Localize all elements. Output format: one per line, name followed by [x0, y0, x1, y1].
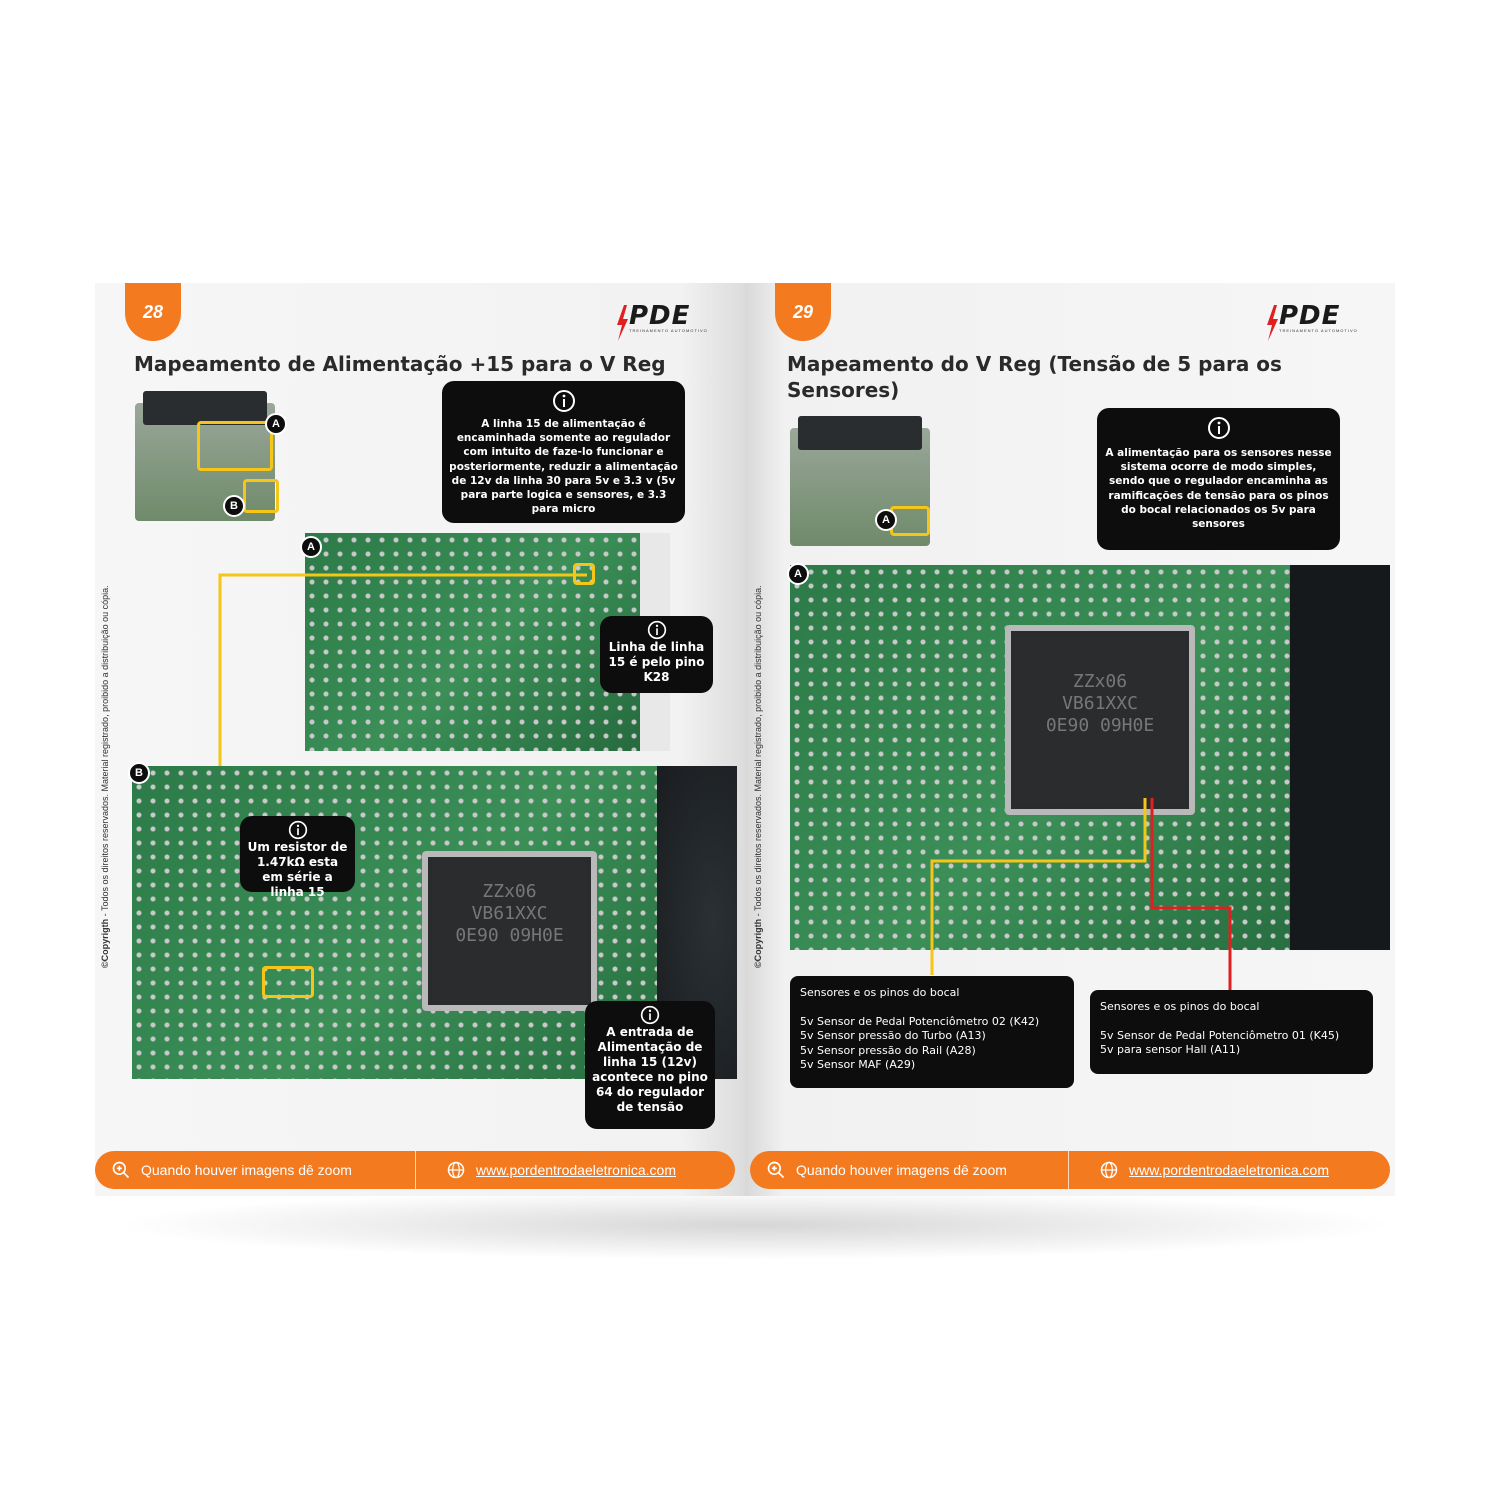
info-pin64-text: A entrada de Alimentação de linha 15 (12… [592, 1025, 708, 1114]
bolt-icon [617, 305, 628, 341]
sensor-box-1: Sensores e os pinos do bocal 5v Sensor d… [790, 976, 1074, 1088]
sensor-line: 5v Sensor de Pedal Potenciômetro 01 (K45… [1100, 1028, 1340, 1042]
pcb-photo-a [305, 533, 670, 751]
globe-icon [447, 1161, 465, 1179]
info-box-resistor: Um resistor de 1.47kΩ esta em série a li… [240, 816, 355, 899]
chip-line-1: ZZx06 [1072, 671, 1128, 692]
ecu-connector [143, 391, 267, 425]
pde-logo: PDE TREINAMENTO AUTOMOTIVO [615, 301, 711, 341]
sensor-box-2-heading: Sensores e os pinos do bocal [1100, 1000, 1260, 1013]
info-box-main: A linha 15 de alimentação é encaminhada … [442, 381, 685, 523]
regulator-chip: ZZx06 VB61XXC 0E90 09H0E [1005, 625, 1195, 815]
sensor-line: 5v Sensor pressão do Turbo (A13) [800, 1029, 986, 1042]
right-page: 29 PDE TREINAMENTO AUTOMOTIVO Mapeamento… [745, 283, 1395, 1196]
chip-line-2: VB61XXC [1062, 693, 1138, 714]
ecu-thumbnail [790, 416, 930, 546]
page-shadow [110, 1190, 1400, 1260]
left-page: 28 PDE TREINAMENTO AUTOMOTIVO Mapeamento… [95, 283, 745, 1196]
page-number: 28 [125, 283, 181, 341]
sensor-line: 5v para sensor Hall (A11) [1100, 1043, 1241, 1056]
chip-line-3: 0E90 09H0E [1045, 715, 1155, 736]
website-link[interactable]: www.pordentrodaeletronica.com [1129, 1162, 1329, 1178]
logo-text: PDE [629, 301, 691, 331]
highlight-a [197, 421, 273, 471]
zoom-icon [112, 1161, 130, 1179]
info-icon [1207, 417, 1230, 439]
info-icon [552, 390, 575, 412]
bolt-icon [1267, 305, 1278, 341]
pcb-photo-a: ZZx06 VB61XXC 0E90 09H0E [790, 565, 1390, 950]
regulator-chip: ZZx06 VB61XXC 0E90 09H0E [422, 851, 597, 1011]
marker-a-photo: A [787, 563, 809, 585]
page-title: Mapeamento do V Reg (Tensão de 5 para os… [787, 351, 1282, 403]
ecu-thumbnail [135, 391, 279, 521]
zoom-text: Quando houver imagens dê zoom [141, 1162, 352, 1178]
marker-a: A [265, 413, 287, 435]
marker-b-photo: B [128, 762, 150, 784]
zoom-text: Quando houver imagens dê zoom [796, 1162, 1007, 1178]
title-line-2: Sensores) [787, 378, 900, 402]
sensor-box-1-heading: Sensores e os pinos do bocal [800, 986, 960, 999]
info-k28-text: Linha de linha 15 é pelo pino K28 [608, 640, 705, 684]
pcb-photo-b: ZZx06 VB61XXC 0E90 09H0E [132, 766, 737, 1079]
logo-text: PDE [1279, 301, 1341, 331]
page-number: 29 [775, 283, 831, 341]
logo-subtitle: TREINAMENTO AUTOMOTIVO [1279, 328, 1358, 333]
footer-bar: Quando houver imagens dê zoom www.porden… [750, 1151, 1390, 1189]
footer-bar: Quando houver imagens dê zoom www.porden… [95, 1151, 735, 1189]
info-box-pin64: A entrada de Alimentação de linha 15 (12… [585, 1001, 715, 1129]
pde-logo: PDE TREINAMENTO AUTOMOTIVO [1265, 301, 1361, 341]
sensor-traces [930, 798, 1232, 990]
title-line-1: Mapeamento do V Reg (Tensão de 5 para os [787, 352, 1282, 376]
info-main-text: A linha 15 de alimentação é encaminhada … [449, 418, 678, 516]
zoom-icon [767, 1161, 785, 1179]
logo-subtitle: TREINAMENTO AUTOMOTIVO [629, 328, 708, 333]
info-main-text: A alimentação para os sensores nesse sis… [1105, 447, 1332, 531]
sensor-line: 5v Sensor pressão do Rail (A28) [800, 1043, 976, 1057]
globe-icon [1100, 1161, 1118, 1179]
website-link[interactable]: www.pordentrodaeletronica.com [476, 1162, 676, 1178]
marker-a-photo: A [300, 536, 322, 558]
marker-a: A [875, 509, 897, 531]
info-resistor-text: Um resistor de 1.47kΩ esta em série a li… [247, 840, 348, 899]
info-icon [640, 1005, 660, 1025]
info-box-k28: Linha de linha 15 é pelo pino K28 [600, 616, 713, 693]
info-box-main: A alimentação para os sensores nesse sis… [1097, 408, 1340, 550]
chip-line-1: ZZx06 [482, 881, 537, 902]
sensor-line: 5v Sensor de Pedal Potenciômetro 02 (K42… [800, 1014, 1040, 1028]
highlight-resistor [262, 966, 314, 998]
chip-line-2: VB61XXC [471, 903, 548, 924]
info-icon [647, 620, 666, 640]
ecu-connector [798, 416, 922, 450]
page-title: Mapeamento de Alimentação +15 para o V R… [134, 352, 666, 376]
info-icon [288, 820, 307, 840]
marker-b: B [223, 495, 245, 517]
sensor-line: 5v Sensor MAF (A29) [800, 1058, 916, 1071]
sensor-box-2: Sensores e os pinos do bocal 5v Sensor d… [1090, 990, 1373, 1074]
chip-line-3: 0E90 09H0E [455, 925, 564, 946]
highlight-b [243, 479, 279, 513]
